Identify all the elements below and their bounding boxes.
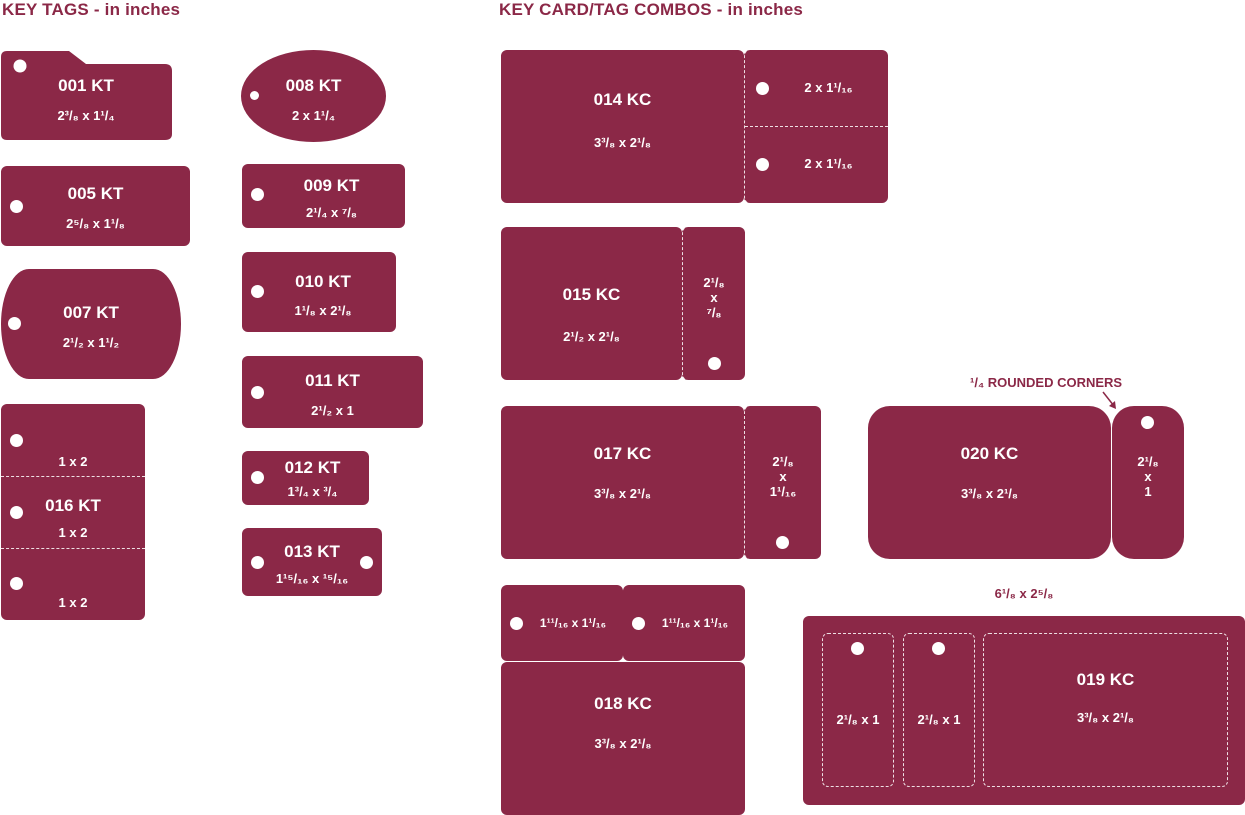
combo-015-kc-tag: 2¹/₈ x ⁷/₈ [682,227,745,380]
combo-020-kc-tag: 2¹/₈ x 1 [1112,406,1184,559]
tag-011-kt-name: 011 KT [305,371,360,390]
tag-016-kt-size-bottom: 1 x 2 [58,595,88,610]
combo-019-kc-sheet: 2¹/₈ x 1 2¹/₈ x 1 019 KC 3³/₈ x 2¹/₈ [803,616,1245,805]
combo-018-kc-tag-right: 1¹¹/₁₆ x 1¹/₁₆ [623,585,745,661]
key-tags-heading: KEY TAGS - in inches [2,0,181,19]
hole-icon [10,506,23,519]
hole-icon [756,158,769,171]
tag-010-kt: 010 KT 1¹/₈ x 2¹/₈ [242,252,396,332]
tag-016-kt-size-mid: 1 x 2 [58,525,88,540]
tag-016-kt-name: 016 KT [45,496,101,515]
combo-020-kc-name: 020 KC [960,444,1019,463]
tag-001-kt-name: 001 KT [58,76,114,95]
tag-005-kt-size: 2⁵/₈ x 1¹/₈ [66,216,125,231]
combo-014-kc-size: 3³/₈ x 2¹/₈ [594,135,651,150]
tag-001-kt-shape [1,51,172,140]
hole-icon [10,577,23,590]
hole-icon [251,556,264,569]
combo-014-kc-name: 014 KC [593,90,652,109]
hole-icon [632,617,645,630]
hole-icon [13,59,27,73]
combo-018-kc-name: 018 KC [594,694,652,713]
combo-014-kc-tag-bottom-size: 2 x 1¹/₁₆ [804,156,853,171]
hole-icon [932,642,945,655]
tag-005-kt: 005 KT 2⁵/₈ x 1¹/₈ [1,166,190,246]
tag-012-kt-size: 1³/₄ x ³/₄ [287,484,338,499]
combo-018-kc-size: 3³/₈ x 2¹/₈ [594,736,652,751]
hole-icon [250,91,259,100]
hole-icon [251,471,264,484]
combo-018-kc-tag-left-size: 1¹¹/₁₆ x 1¹/₁₆ [539,616,607,630]
combo-017-kc-tag-size: 2¹/₈ x 1¹/₁₆ [769,454,797,499]
combo-020-kc-size: 3³/₈ x 2¹/₈ [961,486,1018,501]
combo-019-kc-size: 3³/₈ x 2¹/₈ [1077,710,1134,725]
combo-020-kc-tag-size: 2¹/₈ x 1 [1137,454,1159,499]
tag-010-kt-size: 1¹/₈ x 2¹/₈ [294,303,352,318]
hole-icon [776,536,789,549]
hole-icon [360,556,373,569]
tag-007-kt-name: 007 KT [63,303,119,322]
tag-005-kt-name: 005 KT [67,184,124,203]
combo-019-kc-name: 019 KC [1076,670,1135,689]
tag-012-kt: 012 KT 1³/₄ x ³/₄ [242,451,369,505]
tag-013-kt: 013 KT 1¹⁵/₁₆ x ¹⁵/₁₆ [242,528,382,596]
combo-019-kc-overall-size: 6¹/₈ x 2⁵/₈ [994,586,1054,601]
combo-015-kc-size: 2¹/₂ x 2¹/₈ [563,329,620,344]
tag-011-kt-size: 2¹/₂ x 1 [311,403,354,418]
tag-013-kt-size: 1¹⁵/₁₆ x ¹⁵/₁₆ [275,571,349,586]
hole-icon [251,188,264,201]
combo-015-kc-name: 015 KC [562,285,621,304]
combo-015-kc-tag-size: 2¹/₈ x ⁷/₈ [703,275,725,320]
tag-016-kt-size-top: 1 x 2 [58,454,88,469]
perforation-line [745,126,888,127]
combo-017-kc-size: 3³/₈ x 2¹/₈ [594,486,651,501]
tag-012-kt-name: 012 KT [284,458,341,477]
tag-001-kt-size: 2³/₈ x 1¹/₄ [57,108,115,123]
hole-icon [10,200,23,213]
hole-icon [8,317,21,330]
tag-007-kt: 007 KT 2¹/₂ x 1¹/₂ [1,269,181,379]
hole-icon [851,642,864,655]
hole-icon [1141,416,1154,429]
combo-014-kc-card: 014 KC 3³/₈ x 2¹/₈ [501,50,744,203]
perforation-line [1,548,145,549]
combos-heading: KEY CARD/TAG COMBOS - in inches [499,0,804,19]
hole-icon [510,617,523,630]
hole-icon [756,82,769,95]
hole-icon [251,386,264,399]
hole-icon [251,285,264,298]
tag-007-kt-size: 2¹/₂ x 1¹/₂ [62,335,120,350]
tag-008-kt-size: 2 x 1¹/₄ [291,108,336,123]
tag-016-kt: 1 x 2 016 KT 1 x 2 1 x 2 [1,404,145,620]
combo-019-kc-tag-a-size: 2¹/₈ x 1 [836,712,880,727]
combo-020-kc-card: 020 KC 3³/₈ x 2¹/₈ [868,406,1111,559]
tag-010-kt-name: 010 KT [295,272,351,291]
combo-017-kc-card: 017 KC 3³/₈ x 2¹/₈ [501,406,744,559]
perforation-line [1,476,145,477]
tag-011-kt: 011 KT 2¹/₂ x 1 [242,356,423,428]
tag-009-kt-size: 2¹/₄ x ⁷/₈ [306,205,357,220]
combo-017-kc-name: 017 KC [593,444,652,463]
combo-014-kc-tag-top-size: 2 x 1¹/₁₆ [804,80,853,95]
hole-icon [708,357,721,370]
combo-017-kc-tag: 2¹/₈ x 1¹/₁₆ [744,406,821,559]
tag-008-kt: 008 KT 2 x 1¹/₄ [241,50,386,142]
combo-018-kc-tag-left: 1¹¹/₁₆ x 1¹/₁₆ [501,585,623,661]
combo-014-kc-tags: 2 x 1¹/₁₆ 2 x 1¹/₁₆ [744,50,888,203]
combo-018-kc-card: 018 KC 3³/₈ x 2¹/₈ [501,662,745,815]
combo-015-kc-card: 015 KC 2¹/₂ x 2¹/₈ [501,227,682,380]
combo-019-kc-card: 019 KC 3³/₈ x 2¹/₈ [983,633,1228,787]
combo-019-kc-tag-b: 2¹/₈ x 1 [903,633,975,787]
combo-018-kc-tag-right-size: 1¹¹/₁₆ x 1¹/₁₆ [661,616,729,630]
tag-008-kt-name: 008 KT [285,76,342,95]
rounded-corners-note: ¹/₄ ROUNDED CORNERS [970,375,1123,390]
tag-009-kt-name: 009 KT [303,176,360,195]
arrow-icon [1102,391,1116,409]
combo-019-kc-tag-b-size: 2¹/₈ x 1 [917,712,961,727]
hole-icon [10,434,23,447]
combo-019-kc-tag-a: 2¹/₈ x 1 [822,633,894,787]
tag-009-kt: 009 KT 2¹/₄ x ⁷/₈ [242,164,405,228]
tag-013-kt-name: 013 KT [284,542,340,561]
